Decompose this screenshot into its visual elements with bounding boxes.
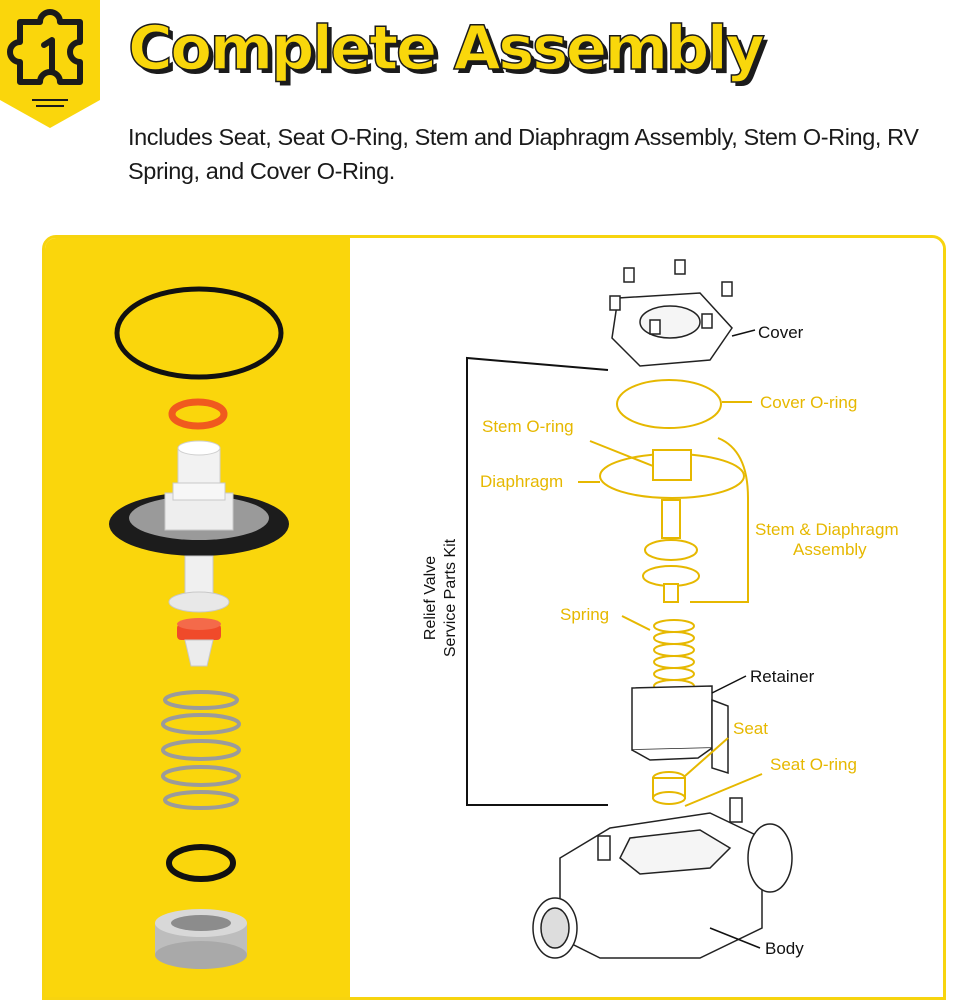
label-cover: Cover (758, 323, 804, 342)
body-diagram (532, 797, 793, 959)
exploded-diagram: Relief Valve Service Parts Kit Cover Cov… (422, 259, 899, 959)
label-seat: Seat (733, 719, 768, 738)
cover-oring-photo (114, 286, 284, 380)
label-cover-oring: Cover O-ring (760, 393, 857, 412)
label-retainer: Retainer (750, 667, 815, 686)
seat-photo (155, 909, 247, 969)
side-label: Relief Valve Service Parts Kit (422, 538, 459, 657)
parts-photo-panel (45, 238, 350, 997)
cover-oring-diagram (616, 379, 722, 429)
page-subtitle: Includes Seat, Seat O-Ring, Stem and Dia… (128, 124, 919, 184)
label-stem-diaphragm-1: Stem & Diaphragm (755, 520, 899, 539)
seat-diagram (652, 771, 686, 805)
product-panel: Relief Valve Service Parts Kit Cover Cov… (42, 235, 946, 1000)
page-title: Complete Assembly (127, 13, 766, 84)
side-label-line1: Relief Valve (422, 556, 439, 640)
spring-diagram (653, 619, 695, 693)
label-seat-oring: Seat O-ring (770, 755, 857, 774)
stem-diagram (642, 499, 700, 603)
parts-photo (109, 286, 289, 969)
label-body: Body (765, 939, 804, 958)
label-diaphragm: Diaphragm (480, 472, 563, 491)
label-stem-diaphragm-2: Assembly (793, 540, 867, 559)
label-stem-oring: Stem O-ring (482, 417, 574, 436)
retainer-diagram (631, 685, 729, 775)
seat-oring-photo (166, 844, 236, 882)
badge (0, 0, 100, 128)
diagram-panel: Relief Valve Service Parts Kit Cover Cov… (350, 238, 943, 997)
stem-oring-photo (168, 398, 228, 430)
side-label-line2: Service Parts Kit (442, 538, 459, 657)
stem-shaft-photo (184, 555, 214, 597)
puzzle-piece-icon (7, 9, 83, 85)
label-spring: Spring (560, 605, 609, 624)
spring-photo (161, 690, 241, 810)
cover-diagram (609, 259, 733, 367)
